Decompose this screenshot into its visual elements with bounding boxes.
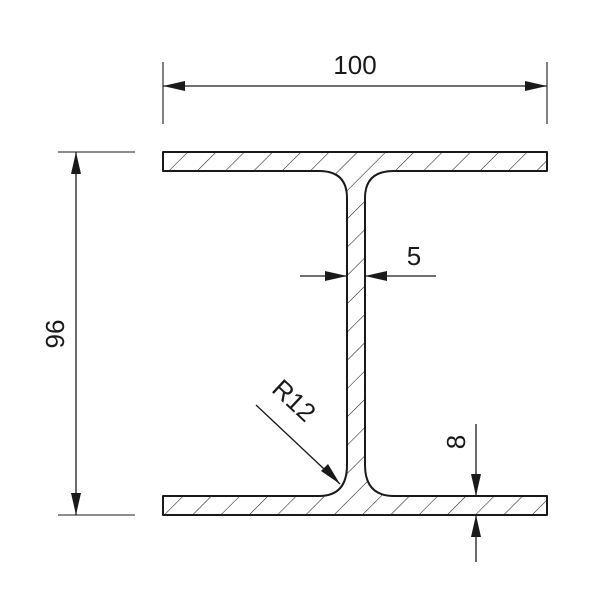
web-thickness-arrow-left	[325, 271, 347, 281]
height-label: 96	[40, 320, 70, 349]
width-label: 100	[333, 50, 376, 80]
flange-thickness-dimension: 8	[441, 424, 481, 562]
flange-thickness-label: 8	[441, 435, 471, 449]
height-arrow-bottom	[71, 493, 81, 515]
width-dimension: 100	[162, 50, 548, 124]
height-dimension: 96	[40, 151, 135, 516]
width-arrow-left	[163, 81, 185, 91]
fillet-radius-label: R12	[266, 373, 321, 427]
web-thickness-arrow-right	[365, 271, 387, 281]
fillet-radius-dimension: R12	[255, 373, 341, 485]
height-arrow-top	[71, 152, 81, 174]
flange-thickness-arrow-top	[471, 474, 481, 496]
flange-thickness-arrow-bottom	[471, 515, 481, 537]
web-thickness-dimension: 5	[300, 241, 436, 281]
width-arrow-right	[525, 81, 547, 91]
i-beam-section	[162, 151, 548, 516]
web-thickness-label: 5	[407, 241, 421, 271]
fillet-radius-arrow	[321, 464, 340, 484]
